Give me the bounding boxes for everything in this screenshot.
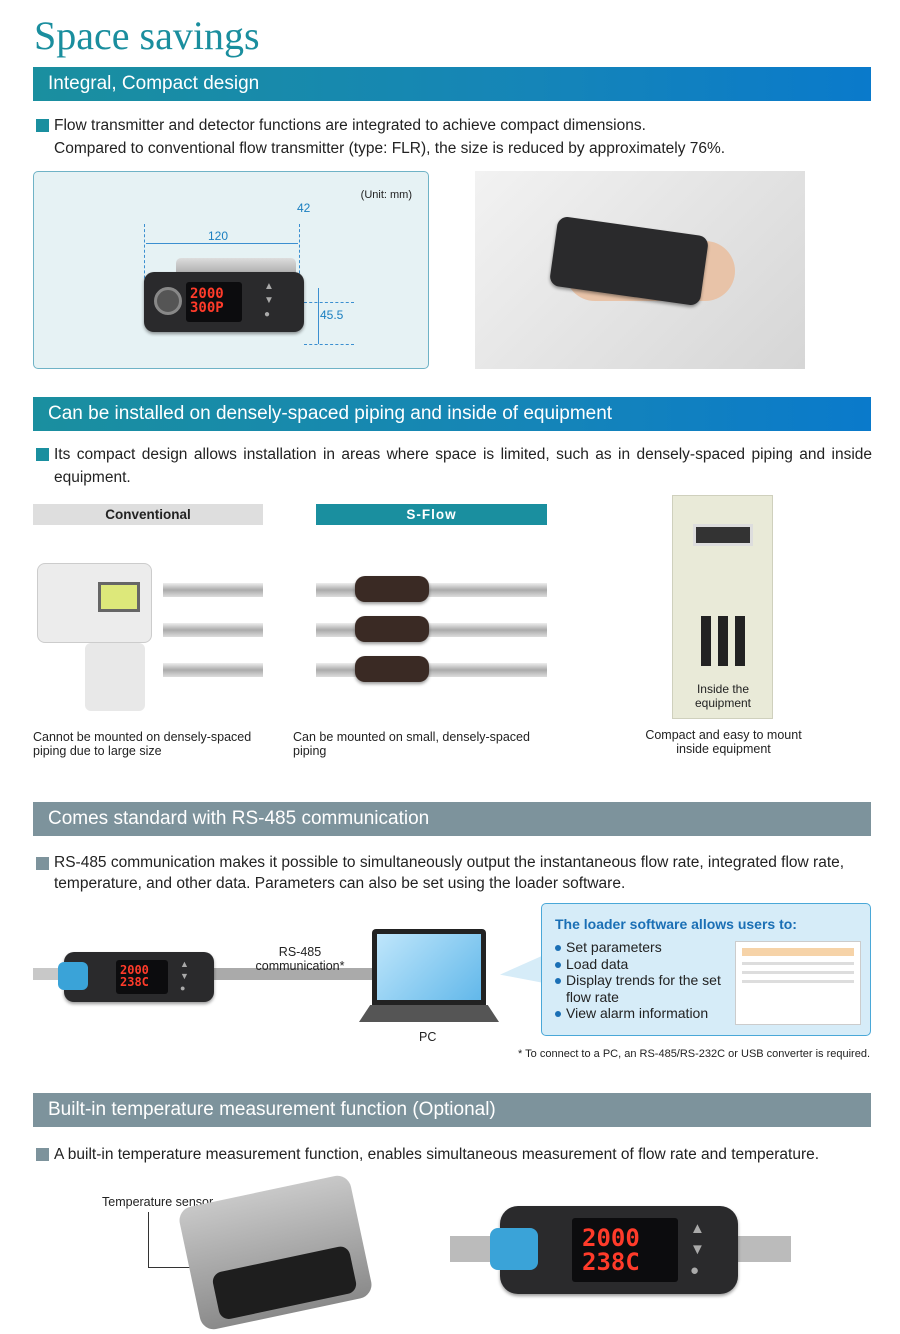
section-heading-installation: Can be installed on densely-spaced pipin…: [33, 397, 871, 431]
conventional-transmitter-image: [37, 563, 152, 643]
loader-software-box: The loader software allows users to: Set…: [541, 903, 871, 1036]
sflow-label: S-Flow: [316, 504, 547, 525]
compact-text: Flow transmitter and detector functions …: [54, 117, 726, 157]
temperature-description: A built-in temperature measurement funct…: [34, 1143, 872, 1166]
rs485-link-label: RS-485 communication*: [255, 945, 345, 973]
compact-description: Flow transmitter and detector functions …: [34, 114, 872, 160]
temperature-sensor-label: Temperature sensor: [102, 1195, 214, 1209]
software-screenshot: [735, 941, 861, 1025]
section-heading-compact: Integral, Compact design: [33, 67, 871, 101]
inside-equipment-label: Inside the equipment: [694, 682, 752, 710]
flow-sensor-image: 2000 300P ▲▼●: [144, 272, 304, 332]
bullet-square-icon: [36, 119, 49, 132]
display-flow: 2000: [582, 1224, 640, 1252]
pc-laptop-icon: [372, 929, 486, 1005]
temperature-text: A built-in temperature measurement funct…: [54, 1146, 820, 1163]
unit-label: (Unit: mm): [360, 189, 412, 201]
flow-sensor-image: 2000 238C ▲▼●: [58, 952, 214, 1002]
sflow-device-image: [355, 616, 429, 642]
feature-item: Load data: [554, 956, 729, 973]
bullet-square-icon: [36, 1148, 49, 1161]
display-temperature: 238C: [582, 1248, 640, 1276]
equipment-cabinet-image: Inside the equipment: [672, 495, 773, 719]
page-title: Space savings: [34, 13, 260, 58]
display-flow: 2000: [120, 963, 149, 977]
height-dim: 45.5: [320, 308, 344, 322]
installation-description: Its compact design allows installation i…: [34, 443, 872, 489]
rs485-description: RS-485 communication makes it possible t…: [34, 852, 872, 894]
display-second: 300P: [190, 300, 224, 316]
feature-item: Display trends for the set flow rate: [554, 972, 729, 1005]
width-dim: 120: [208, 229, 229, 243]
display-temperature: 238C: [120, 975, 149, 989]
depth-dim: 42: [297, 201, 311, 215]
conventional-label: Conventional: [33, 504, 263, 525]
conventional-caption: Cannot be mounted on densely-spaced pipi…: [33, 730, 252, 758]
display-flow: 2000: [190, 286, 224, 302]
hand-held-photo: [475, 171, 805, 369]
loader-box-title: The loader software allows users to:: [555, 916, 797, 932]
loader-feature-list: Set parameters Load data Display trends …: [554, 939, 729, 1022]
sflow-device-image: [355, 576, 429, 602]
sflow-device-image: [355, 656, 429, 682]
section-heading-rs485: Comes standard with RS-485 communication: [33, 802, 871, 836]
pc-label: PC: [419, 1030, 437, 1044]
sflow-caption: Can be mounted on small, densely-spaced …: [293, 730, 530, 758]
feature-item: Set parameters: [554, 939, 729, 956]
bullet-square-icon: [36, 448, 49, 461]
section-heading-temperature: Built-in temperature measurement functio…: [33, 1093, 871, 1127]
dimension-figure: (Unit: mm) 120 42 45.5 2000 300P ▲▼●: [33, 171, 429, 369]
flow-sensor-image: 2000 238C ▲▼●: [490, 1206, 738, 1294]
converter-footnote: * To connect to a PC, an RS-485/RS-232C …: [518, 1048, 870, 1060]
installation-text: Its compact design allows installation i…: [54, 446, 872, 486]
bullet-square-icon: [36, 857, 49, 870]
rs485-text: RS-485 communication makes it possible t…: [54, 854, 845, 892]
equipment-caption: Compact and easy to mount inside equipme…: [645, 728, 802, 756]
feature-item: View alarm information: [554, 1005, 729, 1022]
